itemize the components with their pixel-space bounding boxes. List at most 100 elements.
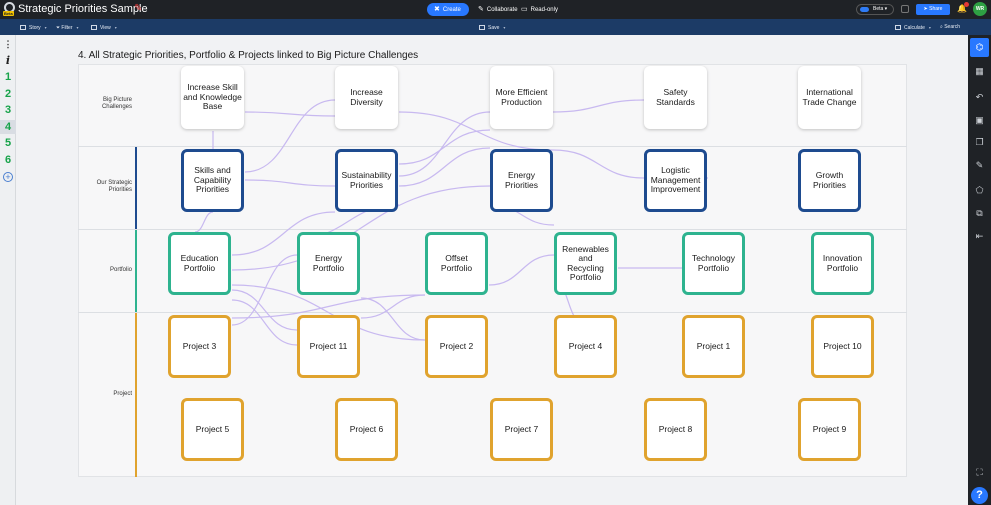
chevron-down-icon: ▾ xyxy=(503,25,506,30)
edit-pencil-icon[interactable]: ✎ xyxy=(134,3,143,14)
app-logo-icon[interactable]: Beta xyxy=(3,2,16,17)
project-card[interactable]: Project 10 xyxy=(811,315,874,378)
portfolio-card[interactable]: Energy Portfolio xyxy=(297,232,360,295)
beta-badge: Beta xyxy=(3,11,14,16)
strategic-priority-card[interactable]: Sustainability Priorities xyxy=(335,149,398,212)
people-icon[interactable] xyxy=(901,5,909,13)
search-label: Search xyxy=(944,24,961,30)
save-menu[interactable]: Save▾ xyxy=(479,23,505,32)
create-mode-button[interactable]: ✖Create xyxy=(427,3,469,16)
lane-label-project: Project xyxy=(113,391,132,397)
link-line xyxy=(398,111,491,177)
link-line xyxy=(398,129,491,165)
strategic-priority-card[interactable]: Energy Priorities xyxy=(490,149,553,212)
project-card[interactable]: Project 4 xyxy=(554,315,617,378)
story-page-3[interactable]: 3 xyxy=(4,104,12,116)
collaborate-mode-button[interactable]: ✎Collaborate xyxy=(471,3,518,16)
calculate-menu[interactable]: Calculate▾ xyxy=(895,23,931,32)
project-card[interactable]: Project 6 xyxy=(335,398,398,461)
project-card[interactable]: Project 11 xyxy=(297,315,360,378)
challenge-card[interactable]: More Efficient Production xyxy=(490,66,553,129)
link-line xyxy=(231,254,298,326)
diagram-icon[interactable]: ⌬ xyxy=(970,38,989,57)
app-title[interactable]: Strategic Priorities Sample xyxy=(18,3,148,15)
link-line xyxy=(552,149,645,179)
pen-icon[interactable]: ✎ xyxy=(975,160,984,170)
calculator-icon xyxy=(895,25,901,31)
share-button[interactable]: ➤ Share xyxy=(916,4,950,15)
project-card[interactable]: Project 5 xyxy=(181,398,244,461)
story-page-2[interactable]: 2 xyxy=(4,88,12,100)
notification-bell-icon[interactable]: 🔔 xyxy=(957,2,969,14)
link-line xyxy=(231,299,298,346)
project-card[interactable]: Project 8 xyxy=(644,398,707,461)
copy-icon[interactable]: ⧉ xyxy=(976,208,983,218)
avatar[interactable]: WR xyxy=(973,2,987,16)
challenge-card[interactable]: International Trade Change xyxy=(798,66,861,129)
lane-divider xyxy=(78,146,907,147)
portfolio-card[interactable]: Education Portfolio xyxy=(168,232,231,295)
portfolio-card[interactable]: Offset Portfolio xyxy=(425,232,488,295)
portfolio-card[interactable]: Innovation Portfolio xyxy=(811,232,874,295)
filter-icon: ⏷ xyxy=(56,25,62,31)
chevron-down-icon: ▾ xyxy=(76,25,79,30)
link-line xyxy=(231,284,426,341)
chevron-down-icon: ▾ xyxy=(114,25,117,30)
story-page-6[interactable]: 6 xyxy=(4,154,12,166)
toggle-knob xyxy=(860,7,869,12)
search-icon: ⌕ xyxy=(940,24,945,30)
challenge-card[interactable]: Safety Standards xyxy=(644,66,707,129)
add-page-icon[interactable]: + xyxy=(3,172,13,182)
link-line xyxy=(231,211,336,256)
portfolio-card[interactable]: Technology Portfolio xyxy=(682,232,745,295)
story-icon xyxy=(20,25,26,31)
page-heading: 4. All Strategic Priorities, Portfolio &… xyxy=(78,50,419,61)
beta-toggle[interactable]: Beta ▾ xyxy=(856,4,894,15)
project-lane-bar xyxy=(135,313,137,477)
collapse-icon[interactable]: ⇤ xyxy=(975,231,984,241)
project-card[interactable]: Project 2 xyxy=(425,315,488,378)
shape-icon[interactable]: ⬠ xyxy=(975,185,984,195)
filter-label: Filter xyxy=(61,25,73,31)
layers-icon[interactable]: ❐ xyxy=(975,137,984,147)
readonly-mode-button[interactable]: ▭Read-only xyxy=(514,3,558,16)
project-card[interactable]: Project 7 xyxy=(490,398,553,461)
story-menu[interactable]: Story▾ xyxy=(20,23,47,32)
readonly-mode-label: Read-only xyxy=(530,7,558,13)
view-menu[interactable]: View▾ xyxy=(91,23,117,32)
help-icon[interactable]: ? xyxy=(971,487,988,504)
panel-icon[interactable]: ▣ xyxy=(975,115,984,125)
info-icon[interactable]: i xyxy=(5,54,11,67)
beta-toggle-label: Beta xyxy=(873,6,884,12)
search-button[interactable]: ⌕ Search xyxy=(940,23,960,32)
notification-dot xyxy=(964,2,969,7)
top-bar: Beta Strategic Priorities Sample ✎ ✖Crea… xyxy=(0,0,991,19)
strategic-priority-card[interactable]: Logistic Management Improvement xyxy=(644,149,707,212)
lane-label-strategic: Our Strategic Priorities xyxy=(96,180,132,193)
link-line xyxy=(244,179,336,187)
story-page-4[interactable]: 4 xyxy=(0,120,16,134)
story-page-5[interactable]: 5 xyxy=(4,137,12,149)
grid-icon[interactable]: ▦ xyxy=(975,66,984,76)
share-label: Share xyxy=(929,6,943,12)
fullscreen-icon[interactable]: ⛶ xyxy=(976,467,983,477)
lane-divider xyxy=(78,312,907,313)
project-card[interactable]: Project 3 xyxy=(168,315,231,378)
chevron-down-icon: ▾ xyxy=(928,25,931,30)
challenge-card[interactable]: Increase Skill and Knowledge Base xyxy=(181,66,244,129)
project-card[interactable]: Project 9 xyxy=(798,398,861,461)
calculate-label: Calculate xyxy=(904,25,925,31)
lane-label-portfolio: Portfolio xyxy=(109,267,132,273)
strategic-priority-card[interactable]: Growth Priorities xyxy=(798,149,861,212)
project-card[interactable]: Project 1 xyxy=(682,315,745,378)
undo-icon[interactable]: ↶ xyxy=(975,92,984,102)
strategic-priority-card[interactable]: Skills and Capability Priorities xyxy=(181,149,244,212)
filter-menu[interactable]: ⏷ Filter▾ xyxy=(56,23,79,32)
portfolio-card[interactable]: Renewables and Recycling Portfolio xyxy=(554,232,617,295)
portfolio-lane-bar xyxy=(135,230,137,312)
challenge-card[interactable]: Increase Diversity xyxy=(335,66,398,129)
link-line xyxy=(231,185,491,271)
link-line xyxy=(398,147,491,187)
story-page-1[interactable]: 1 xyxy=(4,71,12,83)
more-options-icon[interactable]: ⋮ xyxy=(3,39,13,49)
